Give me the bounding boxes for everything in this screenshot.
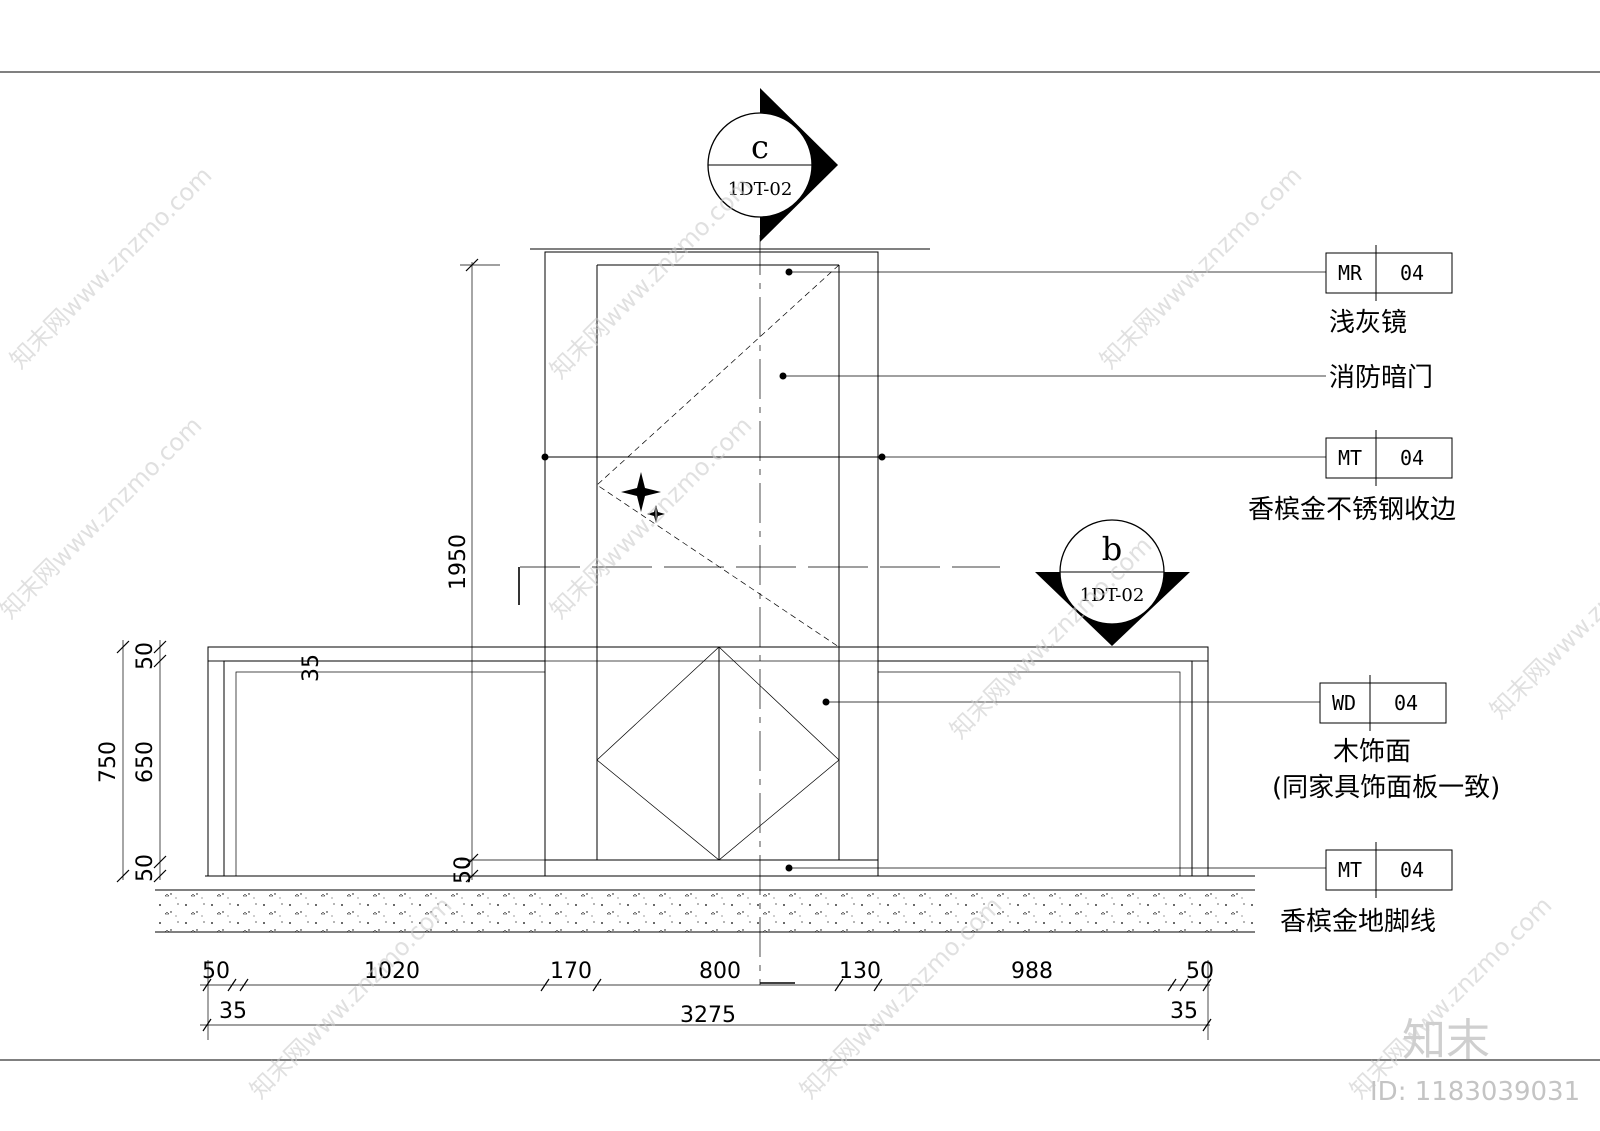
label-skirting: 香槟金地脚线 <box>1280 907 1436 937</box>
svg-text:35: 35 <box>299 654 324 682</box>
tag-mt-04-trim: MT 04 <box>1325 430 1453 486</box>
vertical-dimensions: 750 50 650 50 1950 35 50 <box>96 258 545 884</box>
svg-text:04: 04 <box>1400 261 1424 285</box>
svg-text:1950: 1950 <box>446 534 471 590</box>
svg-text:3275: 3275 <box>680 1003 736 1028</box>
door-swing-lines <box>596 264 840 648</box>
svg-text:04: 04 <box>1400 858 1424 882</box>
image-id: ID: 1183039031 <box>1370 1077 1580 1107</box>
svg-text:知末网www.znzmo.com: 知末网www.znzmo.com <box>1484 511 1600 724</box>
label-mirror: 浅灰镜 <box>1329 308 1407 338</box>
label-fire-door: 消防暗门 <box>1329 363 1433 393</box>
wood-diamond <box>596 646 840 861</box>
label-steel-trim: 香槟金不锈钢收边 <box>1248 495 1456 525</box>
svg-text:知末网www.znzmo.com: 知末网www.znzmo.com <box>4 161 217 374</box>
tag-wd-04: WD 04 <box>1319 675 1447 731</box>
floor-slab-hatch <box>155 890 1255 932</box>
svg-text:MT: MT <box>1338 446 1362 470</box>
tag-mr-04: MR 04 <box>1325 245 1453 301</box>
svg-text:35: 35 <box>1170 999 1198 1024</box>
svg-text:650: 650 <box>133 741 158 783</box>
wood-veneer-panel <box>544 646 879 861</box>
svg-text:知末网www.znzmo.com: 知末网www.znzmo.com <box>944 531 1157 744</box>
desk-left-band <box>207 660 225 877</box>
watermarks: 知末网www.znzmo.com 知末网www.znzmo.com 知末网www… <box>0 161 1600 1104</box>
material-callouts: MR 04 浅灰镜 消防暗门 MT 04 香槟金不锈钢收边 WD 04 木饰面 … <box>541 245 1500 937</box>
svg-text:800: 800 <box>699 959 741 984</box>
svg-text:知末网www.znzmo.com: 知末网www.znzmo.com <box>544 171 757 384</box>
desk-outline <box>207 646 1209 877</box>
svg-text:170: 170 <box>550 959 592 984</box>
tag-mt-04-skirting: MT 04 <box>1325 842 1453 898</box>
mirror-column <box>544 251 879 648</box>
label-wood-note: (同家具饰面板一致) <box>1272 773 1500 803</box>
svg-text:MT: MT <box>1338 858 1362 882</box>
section-c-letter: c <box>751 128 769 166</box>
section-b-sheet: 1DT-02 <box>1080 585 1145 606</box>
svg-text:50: 50 <box>202 959 230 984</box>
svg-text:50: 50 <box>133 642 158 670</box>
label-wood: 木饰面 <box>1333 737 1411 767</box>
svg-text:50: 50 <box>133 854 158 882</box>
right-panel-inner <box>877 671 1181 877</box>
svg-text:50: 50 <box>451 856 476 884</box>
svg-text:WD: WD <box>1332 691 1356 715</box>
svg-text:MR: MR <box>1338 261 1363 285</box>
horizontal-dimensions: 50 1020 170 800 130 988 50 35 35 3275 <box>200 959 1214 1040</box>
svg-text:130: 130 <box>839 959 881 984</box>
section-marker-c: c 1DT-02 <box>707 88 838 242</box>
svg-text:知末网www.znzmo.com: 知末网www.znzmo.com <box>544 411 757 624</box>
svg-text:04: 04 <box>1394 691 1418 715</box>
svg-text:知末网www.znzmo.com: 知末网www.znzmo.com <box>0 411 207 624</box>
right-panel <box>877 660 1193 877</box>
section-c-sheet: 1DT-02 <box>728 179 793 200</box>
svg-text:知末网www.znzmo.com: 知末网www.znzmo.com <box>1094 161 1307 374</box>
svg-text:04: 04 <box>1400 446 1424 470</box>
section-b-letter: b <box>1102 530 1122 568</box>
brand-logo: 知末 <box>1402 1015 1490 1066</box>
svg-text:988: 988 <box>1011 959 1053 984</box>
svg-text:35: 35 <box>219 999 247 1024</box>
svg-text:1020: 1020 <box>364 959 420 984</box>
svg-text:750: 750 <box>96 741 121 783</box>
section-marker-b: b 1DT-02 <box>1035 519 1190 646</box>
cursor-cross-icon <box>621 472 665 523</box>
left-panel <box>223 660 546 877</box>
svg-text:50: 50 <box>1186 959 1214 984</box>
left-panel-inner <box>235 671 546 877</box>
desk-right-band <box>1191 660 1209 877</box>
